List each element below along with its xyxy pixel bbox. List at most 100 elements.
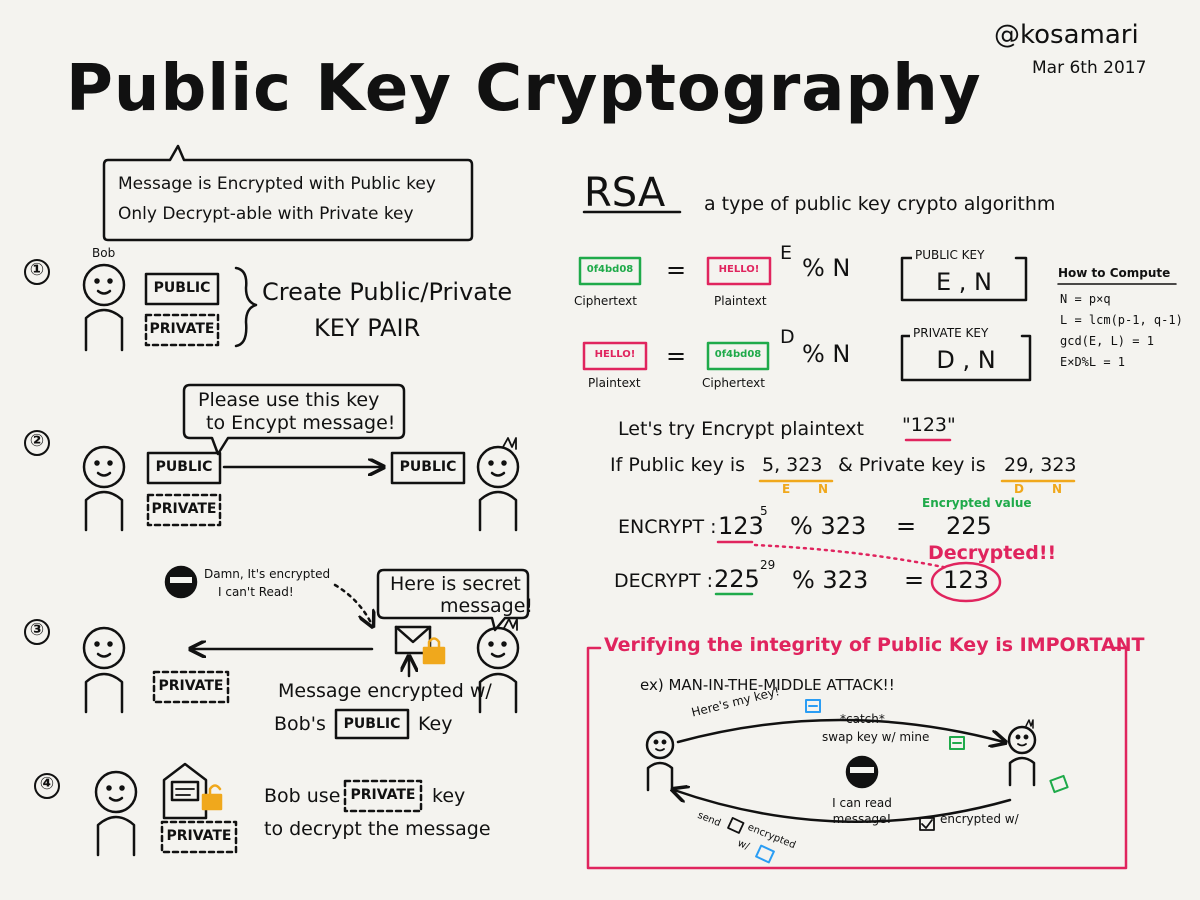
mitm-key-icon-send xyxy=(755,844,775,864)
step3-caption-prefix: Bob's xyxy=(274,713,326,735)
rsa-row2-cipher-label: Ciphertext xyxy=(702,376,765,390)
howto-line-1: N = p×q xyxy=(1060,292,1111,306)
author-handle: @kosamari xyxy=(994,20,1139,50)
mitm-key-icon-alice xyxy=(1049,774,1069,794)
step3-eavesdrop-dotted-arrow xyxy=(333,583,372,625)
step4-open-envelope-icon xyxy=(162,762,208,820)
rsa-row1-plain-text: HELLO! xyxy=(718,264,760,275)
step3-speech-bubble xyxy=(376,568,530,632)
step1-caption-line1: Create Public/Private xyxy=(262,278,513,306)
step1-number-circle xyxy=(24,259,50,285)
decrypt-base: 225 xyxy=(714,565,760,593)
rsa-public-key-value: E , N xyxy=(935,268,992,296)
step4-caption-prefix: Bob use xyxy=(264,785,341,807)
rsa-public-key-title: PUBLIC KEY xyxy=(912,248,988,262)
rsa-row1-cipher-box xyxy=(578,256,642,286)
rsa-heading: RSA xyxy=(584,170,666,216)
example-label-e: E xyxy=(782,482,791,496)
example-public-value: 5, 323 xyxy=(762,454,823,476)
step3-number-circle xyxy=(24,619,50,645)
rsa-row1-cipher-text: 0f4bd08 xyxy=(586,264,634,275)
step3-private-key-box xyxy=(152,670,230,704)
step1-person-label: Bob xyxy=(92,246,116,260)
rsa-row2-plain-box xyxy=(582,341,648,371)
step4-private-label: PRIVATE xyxy=(166,828,232,844)
step2-speech-line2: to Encypt message! xyxy=(206,412,396,434)
step2-public-key-box xyxy=(146,451,222,485)
step1-public-key-box xyxy=(144,272,220,306)
step2-sent-public-label: PUBLIC xyxy=(399,459,457,475)
step4-bob-figure xyxy=(94,770,138,857)
step4-unlocked-icon xyxy=(201,784,223,811)
rsa-row1-cipher-label: Ciphertext xyxy=(574,294,637,308)
mitm-read-line2: message! xyxy=(832,812,892,826)
step3-number: ③ xyxy=(29,620,45,640)
mitm-frame xyxy=(586,646,1128,870)
intro-line-2: Only Decrypt-able with Private key xyxy=(118,204,414,224)
step1-number: ① xyxy=(29,260,45,280)
rsa-row2-plain-label: Plaintext xyxy=(588,376,641,390)
intro-callout-box xyxy=(102,144,474,242)
step3-caption-line1: Message encrypted w/ xyxy=(278,680,492,702)
howto-line-3: gcd(E, L) = 1 xyxy=(1060,334,1154,348)
decrypt-mod: % 323 xyxy=(792,566,869,594)
encrypt-label: ENCRYPT : xyxy=(618,516,717,538)
example-line2-prefix: If Public key is xyxy=(610,454,746,476)
page-title: Public Key Cryptography xyxy=(66,52,982,126)
rsa-private-key-value: D , N xyxy=(936,346,996,374)
rsa-private-key-frame xyxy=(900,334,1032,382)
mitm-bottom-arrow xyxy=(674,790,1012,823)
step3-speech-line2: message! xyxy=(440,595,534,617)
step3-eavesdropper-line1: Damn, It's encrypted xyxy=(204,567,331,581)
mitm-key-icon-attacker xyxy=(949,736,965,750)
rsa-subtitle: a type of public key crypto algorithm xyxy=(704,193,1056,215)
step4-private-key-box xyxy=(160,820,238,854)
step3-caption-key-box xyxy=(334,708,410,740)
mitm-alice-figure xyxy=(1007,719,1037,787)
step2-private-label: PRIVATE xyxy=(151,501,217,517)
step2-bob-figure xyxy=(82,445,126,532)
rsa-private-key-title: PRIVATE KEY xyxy=(910,326,992,340)
mitm-top-arrow xyxy=(676,718,1004,742)
encrypt-mod: % 323 xyxy=(790,512,867,540)
decrypted-label: Decrypted!! xyxy=(928,542,1057,564)
step2-public-label: PUBLIC xyxy=(155,459,213,475)
decrypt-equals: = xyxy=(904,566,925,594)
step1-public-label: PUBLIC xyxy=(153,280,211,296)
rsa-row1-plain-box xyxy=(706,256,772,286)
example-line1-prefix: Let's try Encrypt plaintext xyxy=(618,418,864,440)
step1-bob-figure xyxy=(82,263,126,352)
step4-caption-key-box xyxy=(343,779,423,813)
rsa-row2-exponent: D xyxy=(780,326,795,348)
example-label-n: N xyxy=(818,482,829,496)
step3-bob-figure xyxy=(82,626,126,714)
step3-eavesdropper-line2: I can't Read! xyxy=(218,585,294,599)
rsa-row2-plain-text: HELLO! xyxy=(594,349,636,360)
rsa-row2-equals: = xyxy=(666,342,687,370)
encrypt-equals: = xyxy=(896,512,917,540)
mitm-heading: Verifying the integrity of Public Key is… xyxy=(604,634,1145,656)
step1-brace xyxy=(234,266,258,348)
mitm-catch-line2: swap key w/ mine xyxy=(822,730,930,744)
step3-lock-icon xyxy=(422,637,446,665)
rsa-row1-plain-label: Plaintext xyxy=(714,294,767,308)
step3-speech-line1: Here is secret xyxy=(390,573,521,595)
mitm-read-line1: I can read xyxy=(832,796,892,810)
encrypt-result: 225 xyxy=(946,512,992,540)
step2-alice-figure xyxy=(476,437,520,532)
step4-caption-line2: to decrypt the message xyxy=(264,818,491,840)
decrypt-label: DECRYPT : xyxy=(614,570,713,592)
rsa-row1-equals: = xyxy=(666,256,687,284)
step3-alice-figure xyxy=(476,618,520,714)
step2-number: ② xyxy=(29,431,45,451)
mitm-attacker-icon xyxy=(845,755,879,789)
step3-caption-key: PUBLIC xyxy=(343,716,401,732)
step4-number-circle xyxy=(34,773,60,799)
rsa-public-key-frame xyxy=(900,256,1028,302)
encrypt-exponent: 5 xyxy=(760,504,768,518)
mitm-example-label: ex) MAN-IN-THE-MIDDLE ATTACK!! xyxy=(640,676,895,694)
mitm-envelope-check-icon-alice xyxy=(919,817,935,831)
step4-number: ④ xyxy=(39,774,55,794)
step2-speech-line1: Please use this key xyxy=(198,389,380,411)
